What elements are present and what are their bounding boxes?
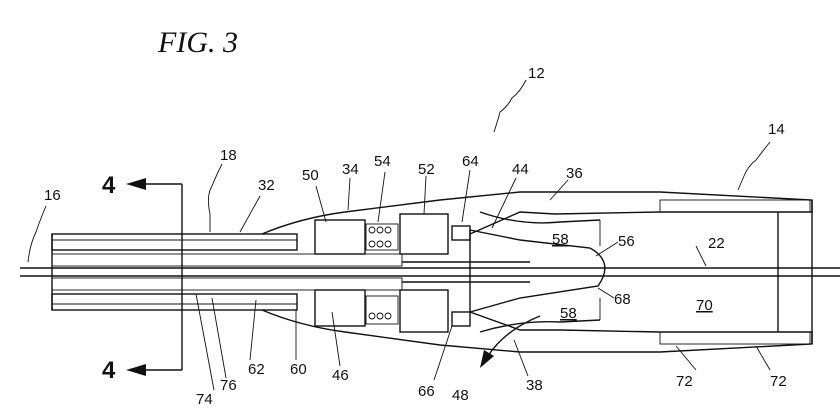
label-14: 14 xyxy=(768,121,785,138)
end-insulation-bands xyxy=(660,200,810,344)
gas-flow-arrow xyxy=(480,316,540,368)
outer-sheath xyxy=(52,234,297,310)
section-marker-bottom: 4 xyxy=(102,357,116,384)
label-62: 62 xyxy=(248,361,265,378)
label-22: 22 xyxy=(708,235,725,252)
label-38: 38 xyxy=(526,377,543,394)
label-32: 32 xyxy=(258,177,275,194)
label-54: 54 xyxy=(374,153,391,170)
spring-coils xyxy=(366,224,398,324)
figure-title: FIG. 3 xyxy=(157,26,238,59)
label-44: 44 xyxy=(512,161,529,178)
label-68: 68 xyxy=(614,291,631,308)
label-50: 50 xyxy=(302,167,319,184)
nozzle-body xyxy=(262,192,812,352)
section-marker-top: 4 xyxy=(102,172,116,199)
label-74: 74 xyxy=(196,391,213,408)
label-18: 18 xyxy=(220,147,237,164)
label-16: 16 xyxy=(44,187,61,204)
label-58-top: 58 xyxy=(552,231,569,248)
section-line-4-4 xyxy=(126,178,182,376)
contact-tip xyxy=(402,230,605,312)
label-34: 34 xyxy=(342,161,359,178)
insulator-blocks xyxy=(315,214,448,332)
label-48: 48 xyxy=(452,387,469,404)
label-58-bottom: 58 xyxy=(560,305,577,322)
central-wire xyxy=(20,268,840,276)
label-72-right: 72 xyxy=(770,373,787,390)
gas-diffuser xyxy=(480,212,600,332)
label-12: 12 xyxy=(528,65,545,82)
label-46: 46 xyxy=(332,367,349,384)
label-60: 60 xyxy=(290,361,307,378)
label-76: 76 xyxy=(220,377,237,394)
label-66: 66 xyxy=(418,383,435,400)
label-72-left: 72 xyxy=(676,373,693,390)
label-70: 70 xyxy=(696,297,713,314)
label-64: 64 xyxy=(462,153,479,170)
coil-conduit xyxy=(52,254,402,290)
leader-lines xyxy=(28,80,770,390)
label-36: 36 xyxy=(566,165,583,182)
label-52: 52 xyxy=(418,161,435,178)
label-56: 56 xyxy=(618,233,635,250)
